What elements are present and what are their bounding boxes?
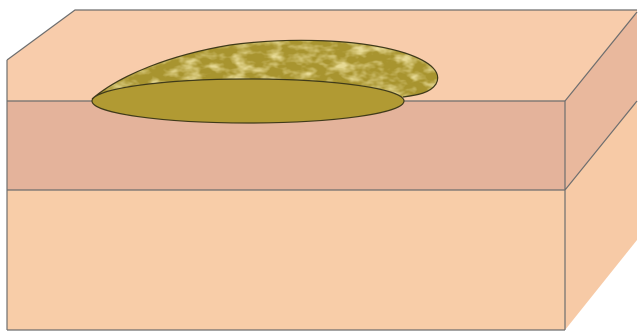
front-lower-layer: [7, 190, 565, 330]
deposit-cut-face: [92, 79, 404, 123]
